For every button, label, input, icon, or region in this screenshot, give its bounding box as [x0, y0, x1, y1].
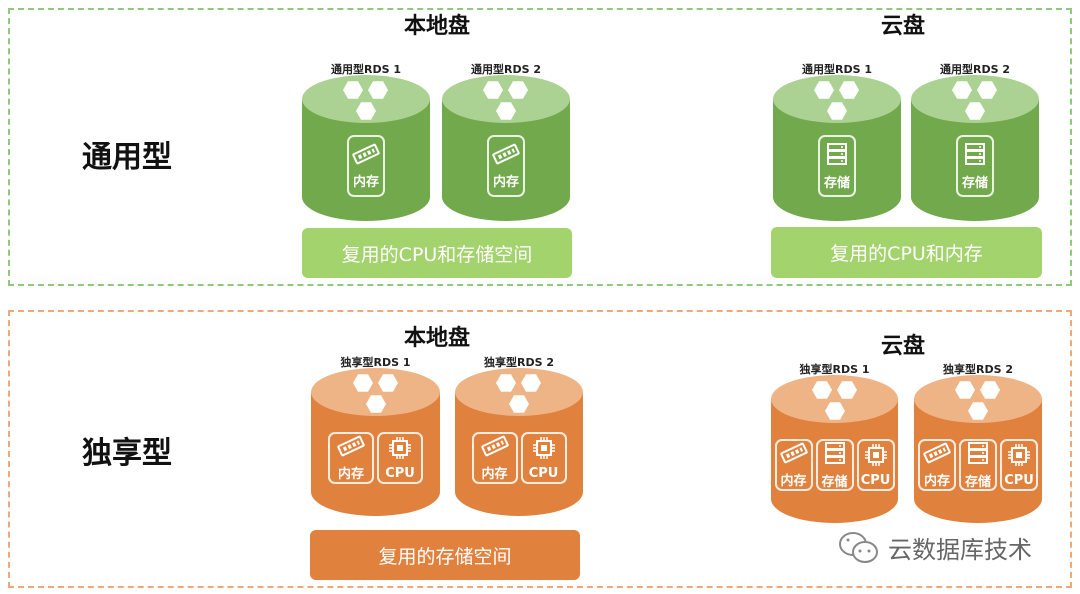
cylinder-shape [311, 368, 440, 516]
component-label: 内存 [923, 473, 950, 489]
memory-icon [336, 435, 366, 461]
rds-instance-cylinder: 通用型RDS 2 内存 [442, 63, 570, 221]
cluster-hexagons-icon [483, 81, 528, 120]
cluster-hexagons-icon [343, 81, 388, 120]
cylinder-shape [455, 368, 583, 516]
rds-instance-cylinder: 独享型RDS 1 内存存储 CPU [771, 363, 898, 523]
resource-components: 存储 [773, 135, 901, 197]
storage-icon [963, 142, 987, 170]
component-label: 存储 [961, 175, 988, 191]
row-label-general: 通用型 [82, 140, 172, 175]
cluster-hexagons-icon [496, 374, 541, 413]
resource-components: 内存 [302, 135, 430, 197]
cluster-hexagons-icon [814, 81, 859, 120]
component-label: 存储 [964, 474, 991, 490]
section-title-local-disk: 本地盘 [403, 326, 471, 351]
memory-icon [351, 143, 381, 169]
dedicated-panel [8, 310, 1072, 588]
component-label: CPU [1004, 472, 1034, 488]
storage-icon [823, 441, 847, 469]
component-storage: 存储 [815, 439, 854, 491]
memory-icon [491, 143, 521, 169]
section-title-local-disk: 本地盘 [403, 14, 471, 39]
cpu-icon [388, 436, 412, 464]
cluster-hexagons-icon [955, 381, 1000, 420]
component-label: CPU [385, 465, 415, 481]
storage-icon [966, 441, 990, 469]
resource-components: 内存 [442, 135, 570, 197]
cluster-hexagons-icon [352, 374, 398, 413]
component-memory: 内存 [918, 439, 956, 491]
rds-instance-cylinder: 通用型RDS 1 内存 [302, 63, 430, 221]
memory-icon [922, 442, 952, 468]
cpu-icon [1007, 443, 1031, 471]
component-label: 内存 [492, 174, 519, 190]
shared-resource-bar: 复用的CPU和内存 [771, 227, 1042, 278]
wechat-icon [839, 531, 878, 563]
shared-resource-bar: 复用的CPU和存储空间 [302, 228, 572, 278]
memory-icon [480, 435, 510, 461]
cylinder-shape [914, 375, 1042, 523]
memory-icon [779, 442, 809, 468]
component-memory: 内存 [347, 135, 385, 197]
component-cpu: CPU [520, 432, 567, 484]
rds-instance-cylinder: 独享型RDS 2 内存存储 CPU [914, 363, 1042, 523]
cluster-hexagons-icon [811, 381, 857, 420]
component-memory: 内存 [487, 135, 525, 197]
rds-instance-cylinder: 独享型RDS 1 内存 CPU [311, 356, 440, 516]
component-memory: 内存 [328, 432, 374, 484]
component-cpu: CPU [377, 432, 423, 484]
component-storage: 存储 [959, 439, 997, 491]
resource-components: 存储 [911, 135, 1039, 197]
cluster-hexagons-icon [952, 81, 997, 120]
shared-resource-bar: 复用的存储空间 [310, 530, 580, 580]
component-label: 内存 [780, 473, 807, 489]
rds-instance-label: 通用型RDS 1 [801, 63, 872, 76]
component-cpu: CPU [1000, 439, 1038, 491]
component-memory: 内存 [471, 432, 518, 484]
section-title-cloud-disk: 云盘 [880, 334, 926, 359]
general-purpose-panel [8, 8, 1072, 286]
component-label: 存储 [823, 175, 850, 191]
component-label: 内存 [481, 466, 508, 482]
cpu-icon [532, 436, 556, 464]
row-label-dedicated: 独享型 [82, 436, 172, 471]
rds-instance-cylinder: 独享型RDS 2 内存 CPU [455, 356, 583, 516]
component-label: CPU [860, 472, 891, 488]
rds-instance-label: 独享型RDS 2 [483, 356, 554, 369]
component-memory: 内存 [774, 439, 813, 491]
cylinder-shape [302, 75, 430, 221]
cylinder-shape [773, 75, 901, 221]
rds-instance-label: 独享型RDS 1 [799, 363, 870, 376]
resource-components: 内存 CPU [455, 432, 583, 484]
cylinder-shape [771, 375, 898, 523]
cylinder-shape [911, 75, 1039, 221]
watermark-text: 云数据库技术 [888, 536, 1032, 564]
component-label: 内存 [337, 466, 364, 482]
resource-components: 内存 CPU [311, 432, 440, 484]
section-title-cloud-disk: 云盘 [880, 14, 926, 39]
rds-instance-label: 独享型RDS 1 [340, 356, 411, 369]
resource-components: 内存存储 CPU [771, 439, 898, 491]
rds-instance-label: 通用型RDS 1 [330, 63, 401, 76]
rds-instance-label: 通用型RDS 2 [470, 63, 541, 76]
resource-components: 内存存储 CPU [914, 439, 1042, 491]
component-label: 存储 [821, 474, 848, 490]
component-storage: 存储 [818, 135, 856, 197]
rds-instance-cylinder: 通用型RDS 1 存储 [773, 63, 901, 221]
component-cpu: CPU [856, 439, 895, 491]
component-label: CPU [528, 465, 559, 481]
component-storage: 存储 [956, 135, 994, 197]
rds-instance-label: 独享型RDS 2 [942, 363, 1013, 376]
rds-instance-label: 通用型RDS 2 [939, 63, 1010, 76]
storage-icon [825, 142, 849, 170]
rds-instance-cylinder: 通用型RDS 2 存储 [911, 63, 1039, 221]
component-label: 内存 [352, 174, 379, 190]
cpu-icon [864, 443, 888, 471]
watermark: 云数据库技术 [838, 530, 1032, 565]
